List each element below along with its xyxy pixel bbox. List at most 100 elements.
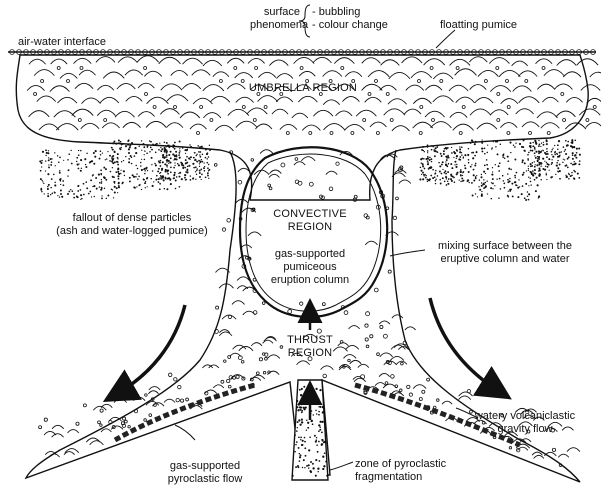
fallout-particle: [101, 195, 102, 196]
fallout-particle: [151, 164, 152, 165]
umbrella-scallop: [413, 98, 431, 103]
umbrella-scallop: [79, 70, 95, 75]
umbrella-bubble: [67, 80, 70, 83]
column-label-line-1: gas-supported: [255, 248, 365, 261]
fallout-particle: [451, 147, 452, 148]
fallout-particle: [143, 146, 145, 148]
fallout-particle: [207, 175, 209, 177]
vent-particle: [319, 421, 321, 423]
umbrella-scallop: [160, 109, 179, 115]
fallout-particle: [459, 156, 461, 158]
fallout-particle: [208, 164, 209, 165]
umbrella-scallop: [258, 96, 278, 102]
fallout-particle: [190, 146, 191, 147]
column-bubble: [365, 324, 368, 327]
column-scallop: [260, 150, 273, 154]
vent-particle: [314, 398, 316, 400]
fallout-particle: [561, 151, 562, 152]
fallout-particle: [552, 176, 553, 177]
fallout-particle: [104, 188, 105, 189]
umbrella-bubble: [309, 132, 312, 135]
flow-bubble: [228, 385, 231, 388]
vent-particle: [299, 389, 301, 391]
fallout-particle: [448, 178, 450, 180]
fallout-particle: [202, 147, 203, 148]
fallout-particle: [515, 184, 517, 186]
fallout-particle: [115, 143, 117, 145]
umbrella-scallop: [125, 70, 143, 75]
umbrella-scallop: [215, 125, 233, 131]
fallout-particle: [522, 159, 524, 161]
fallout-particle: [144, 159, 146, 161]
umbrella-scallop: [587, 98, 601, 103]
flow-bubble: [145, 394, 148, 397]
fallout-particle: [527, 196, 528, 197]
fallout-particle: [500, 143, 502, 145]
fallout-particle: [83, 183, 85, 185]
fallout-particle: [98, 174, 100, 176]
umbrella-bubble: [419, 132, 422, 135]
column-bubble: [262, 302, 265, 305]
thrust-label-line-2: REGION: [275, 347, 345, 360]
fallout-particle: [117, 157, 119, 159]
fallout-particle: [514, 181, 516, 183]
umbrella-scallop: [96, 57, 115, 63]
flow-bubble: [265, 357, 268, 360]
fallout-particle: [492, 188, 493, 189]
umbrella-bubble: [507, 106, 510, 109]
fallout-particle: [570, 163, 572, 165]
vent-particle: [309, 470, 311, 472]
flow-scallop: [567, 448, 580, 452]
column-scallop: [238, 256, 251, 260]
fallout-particle: [201, 179, 202, 180]
column-bubble: [253, 311, 257, 315]
vent-particle: [300, 400, 302, 402]
fallout-particle: [527, 154, 529, 156]
fallout-particle: [557, 148, 559, 150]
umbrella-bubble: [34, 93, 37, 96]
fallout-particle: [468, 159, 470, 161]
fallout-particle: [169, 162, 171, 164]
fallout-particle: [451, 152, 453, 154]
fallout-particle: [152, 144, 154, 146]
fallout-particle: [204, 170, 206, 172]
thrust-label-line-1: THRUST: [275, 334, 345, 347]
umbrella-scallop: [342, 97, 359, 102]
fallout-particle: [78, 154, 80, 156]
fallout-particle: [474, 165, 476, 167]
flow-scallop: [93, 406, 106, 410]
fallout-particle: [422, 166, 424, 168]
fallout-particle: [141, 159, 142, 160]
vent-particle: [321, 432, 323, 434]
fallout-particle: [467, 154, 469, 156]
vent-particle: [315, 410, 317, 412]
column-bubble: [374, 288, 378, 292]
fallout-particle: [552, 156, 554, 158]
fallout-particle: [514, 146, 516, 148]
umbrella-scallop: [590, 72, 601, 77]
fallout-particle: [111, 189, 113, 191]
fallout-particle: [507, 156, 509, 158]
fallout-particle: [57, 195, 58, 196]
fallout-particle: [446, 178, 447, 179]
umbrella-scallop: [50, 86, 70, 92]
fallout-particle: [557, 156, 559, 158]
fallout-particle: [548, 158, 550, 160]
fallout-particle: [456, 164, 457, 165]
fallout-particle: [487, 193, 488, 194]
fallout-particle: [435, 183, 436, 184]
vent-particle: [304, 467, 305, 468]
fragmentation-zone-label: zone of pyroclastic fragmentation: [355, 458, 446, 484]
fallout-particle: [435, 180, 437, 182]
fallout-particle: [495, 146, 496, 147]
fallout-particle: [134, 147, 136, 149]
fallout-label-line-2: (ash and water-logged pumice): [42, 225, 222, 238]
fallout-particle: [546, 143, 548, 145]
column-scallop: [248, 232, 261, 236]
flow-bubble: [98, 421, 101, 424]
fallout-particle: [155, 179, 157, 181]
vent-particle: [312, 395, 314, 397]
fallout-particle: [487, 144, 488, 145]
umbrella-scallop: [406, 85, 424, 90]
umbrella-scallop: [102, 123, 119, 128]
